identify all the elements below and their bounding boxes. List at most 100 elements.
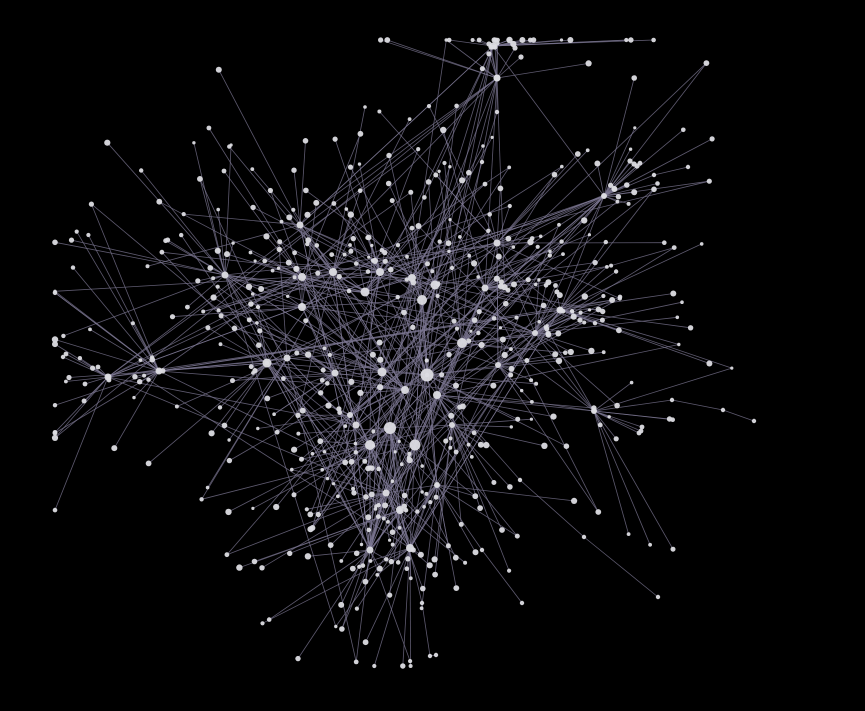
graph-leaf-node[interactable]	[307, 511, 314, 518]
graph-leaf-node[interactable]	[634, 163, 640, 169]
graph-leaf-node[interactable]	[387, 592, 393, 598]
graph-leaf-node[interactable]	[287, 550, 293, 557]
graph-leaf-node[interactable]	[453, 585, 460, 591]
graph-leaf-node[interactable]	[404, 566, 410, 571]
graph-leaf-node[interactable]	[551, 171, 558, 178]
graph-leaf-node[interactable]	[476, 309, 482, 315]
graph-leaf-node[interactable]	[410, 279, 417, 286]
graph-leaf-node[interactable]	[670, 546, 676, 552]
graph-leaf-node[interactable]	[179, 232, 184, 238]
graph-hub-node[interactable]	[366, 546, 374, 554]
graph-leaf-node[interactable]	[555, 330, 562, 337]
graph-leaf-node[interactable]	[277, 239, 283, 245]
graph-leaf-node[interactable]	[469, 455, 474, 459]
graph-leaf-node[interactable]	[286, 214, 293, 221]
graph-leaf-node[interactable]	[393, 450, 397, 454]
graph-leaf-node[interactable]	[519, 600, 525, 606]
graph-leaf-node[interactable]	[52, 290, 58, 296]
graph-leaf-node[interactable]	[365, 234, 372, 241]
graph-leaf-node[interactable]	[218, 342, 223, 347]
graph-leaf-node[interactable]	[82, 381, 88, 387]
graph-leaf-node[interactable]	[248, 301, 254, 307]
graph-leaf-node[interactable]	[377, 356, 384, 363]
graph-leaf-node[interactable]	[628, 147, 633, 151]
graph-leaf-node[interactable]	[274, 429, 280, 435]
graph-leaf-node[interactable]	[506, 36, 513, 44]
graph-leaf-node[interactable]	[357, 188, 363, 193]
graph-leaf-node[interactable]	[507, 165, 512, 170]
graph-leaf-node[interactable]	[482, 181, 488, 187]
graph-hub-node[interactable]	[352, 421, 360, 429]
graph-leaf-node[interactable]	[331, 482, 336, 486]
graph-leaf-node[interactable]	[498, 326, 503, 330]
graph-leaf-node[interactable]	[357, 130, 364, 137]
graph-leaf-node[interactable]	[454, 326, 460, 331]
graph-leaf-node[interactable]	[560, 164, 564, 169]
graph-leaf-node[interactable]	[703, 60, 710, 66]
graph-leaf-node[interactable]	[63, 351, 69, 357]
graph-leaf-node[interactable]	[405, 254, 409, 259]
graph-leaf-node[interactable]	[286, 294, 290, 298]
graph-leaf-node[interactable]	[132, 395, 136, 400]
graph-leaf-node[interactable]	[246, 317, 252, 323]
graph-leaf-node[interactable]	[66, 374, 72, 381]
graph-leaf-node[interactable]	[498, 279, 504, 285]
graph-leaf-node[interactable]	[446, 351, 452, 358]
graph-leaf-node[interactable]	[624, 37, 629, 43]
graph-leaf-node[interactable]	[416, 147, 421, 152]
graph-leaf-node[interactable]	[453, 449, 459, 455]
graph-leaf-node[interactable]	[174, 404, 179, 409]
graph-leaf-node[interactable]	[390, 479, 395, 484]
graph-leaf-node[interactable]	[508, 372, 514, 378]
graph-leaf-node[interactable]	[61, 333, 66, 339]
graph-leaf-node[interactable]	[629, 380, 634, 385]
graph-leaf-node[interactable]	[681, 127, 686, 133]
graph-leaf-node[interactable]	[370, 258, 375, 263]
graph-leaf-node[interactable]	[627, 158, 633, 164]
graph-leaf-node[interactable]	[448, 436, 453, 441]
graph-hub-node[interactable]	[329, 268, 337, 276]
graph-leaf-node[interactable]	[478, 341, 485, 349]
graph-leaf-node[interactable]	[304, 211, 311, 218]
graph-leaf-node[interactable]	[534, 381, 539, 386]
graph-leaf-node[interactable]	[487, 212, 493, 217]
graph-leaf-node[interactable]	[325, 402, 332, 409]
graph-leaf-node[interactable]	[90, 365, 96, 371]
graph-leaf-node[interactable]	[444, 38, 449, 42]
graph-leaf-node[interactable]	[615, 194, 622, 200]
graph-leaf-node[interactable]	[720, 407, 726, 413]
graph-leaf-node[interactable]	[376, 339, 383, 346]
graph-leaf-node[interactable]	[401, 492, 408, 499]
graph-leaf-node[interactable]	[419, 606, 424, 611]
graph-leaf-node[interactable]	[403, 507, 409, 513]
graph-leaf-node[interactable]	[264, 360, 270, 366]
graph-leaf-node[interactable]	[550, 413, 557, 420]
graph-leaf-node[interactable]	[291, 492, 297, 498]
graph-leaf-node[interactable]	[507, 484, 513, 490]
graph-leaf-node[interactable]	[408, 659, 413, 664]
graph-leaf-node[interactable]	[557, 222, 561, 227]
graph-leaf-node[interactable]	[251, 558, 258, 565]
graph-leaf-node[interactable]	[395, 243, 401, 248]
graph-hub-node[interactable]	[532, 330, 538, 336]
graph-leaf-node[interactable]	[471, 260, 478, 267]
graph-leaf-node[interactable]	[494, 40, 500, 46]
graph-leaf-node[interactable]	[479, 547, 485, 553]
graph-leaf-node[interactable]	[145, 264, 150, 269]
graph-leaf-node[interactable]	[466, 338, 472, 344]
graph-leaf-node[interactable]	[442, 160, 447, 166]
graph-leaf-node[interactable]	[408, 664, 413, 668]
graph-leaf-node[interactable]	[336, 406, 342, 412]
graph-leaf-node[interactable]	[616, 327, 622, 334]
graph-leaf-node[interactable]	[320, 367, 326, 373]
graph-leaf-node[interactable]	[302, 138, 309, 144]
graph-leaf-node[interactable]	[248, 250, 253, 255]
graph-leaf-node[interactable]	[270, 268, 275, 273]
graph-leaf-node[interactable]	[439, 372, 445, 378]
graph-leaf-node[interactable]	[494, 109, 500, 115]
graph-leaf-node[interactable]	[185, 304, 190, 310]
graph-leaf-node[interactable]	[491, 316, 497, 321]
graph-leaf-node[interactable]	[415, 223, 422, 229]
graph-leaf-node[interactable]	[435, 281, 441, 287]
graph-leaf-node[interactable]	[631, 189, 638, 196]
